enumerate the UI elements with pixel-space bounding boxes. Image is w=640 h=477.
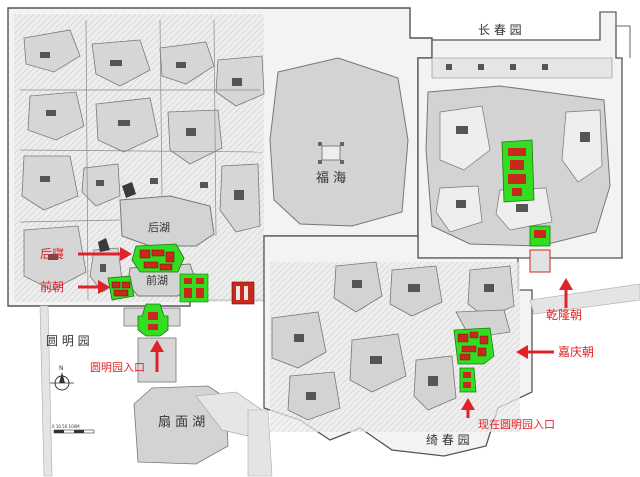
island-pavilion — [340, 160, 344, 164]
annotation-qianchao: 前朝 — [40, 279, 64, 294]
terrain-dark-patches — [98, 182, 136, 252]
changchunyuan-gate-hall — [534, 230, 546, 238]
compass-letter: N — [59, 365, 64, 372]
compass-icon — [50, 372, 74, 391]
annotation-houqin: 后寝 — [40, 246, 64, 261]
gate-hall — [148, 312, 158, 320]
annotation-jiaqing: 嘉庆朝 — [558, 345, 594, 359]
present-entrance-hall — [463, 372, 471, 378]
houqin-buildings — [139, 249, 175, 271]
annotation-entrance-now: 现在圆明园入口 — [478, 418, 555, 431]
label-qichunyuan: 绮 春 园 — [426, 433, 470, 447]
scale-bar — [53, 429, 95, 434]
present-entrance-green — [459, 367, 477, 393]
fuhai-lake — [269, 57, 409, 227]
qianhu-east-buildings — [179, 273, 255, 305]
island-pavilion — [318, 142, 322, 146]
qianchao-buildings — [111, 281, 131, 297]
label-qianhu: 前湖 — [146, 273, 168, 287]
outer-roads — [39, 283, 640, 477]
annotation-entrance-old: 圆明园入口 — [90, 361, 145, 374]
label-houhu: 后湖 — [148, 221, 170, 234]
island-pavilion — [340, 142, 344, 146]
jiaqing-buildings — [457, 331, 489, 361]
annotation-qianlong: 乾隆朝 — [546, 307, 582, 322]
present-entrance-hall — [463, 382, 471, 388]
qichunyuan-buildings — [294, 280, 494, 400]
houhu-lake — [119, 195, 215, 247]
changchunyuan-north-strip — [431, 57, 613, 79]
changchunyuan-ne-annex — [600, 11, 631, 58]
label-changchunyuan: 长 春 园 — [478, 23, 522, 37]
fuhai-island — [321, 145, 341, 161]
annotation-arrows — [78, 247, 573, 418]
changchunyuan-gate-court — [529, 249, 551, 273]
changchunyuan-buildings — [446, 64, 590, 212]
scale-bar-label: 0 10 50 100M — [52, 424, 80, 429]
label-yuanmingyuan: 圆 明 园 — [46, 334, 90, 348]
label-fuhai: 福 海 — [316, 171, 346, 186]
gate-hall — [148, 324, 158, 330]
qianlong-island-buildings — [508, 148, 526, 196]
island-pavilion — [318, 160, 322, 164]
qichunyuan-ponds — [271, 261, 515, 421]
west-garden-buildings — [40, 52, 244, 272]
label-shanmianhu: 扇 面 湖 — [158, 414, 205, 430]
